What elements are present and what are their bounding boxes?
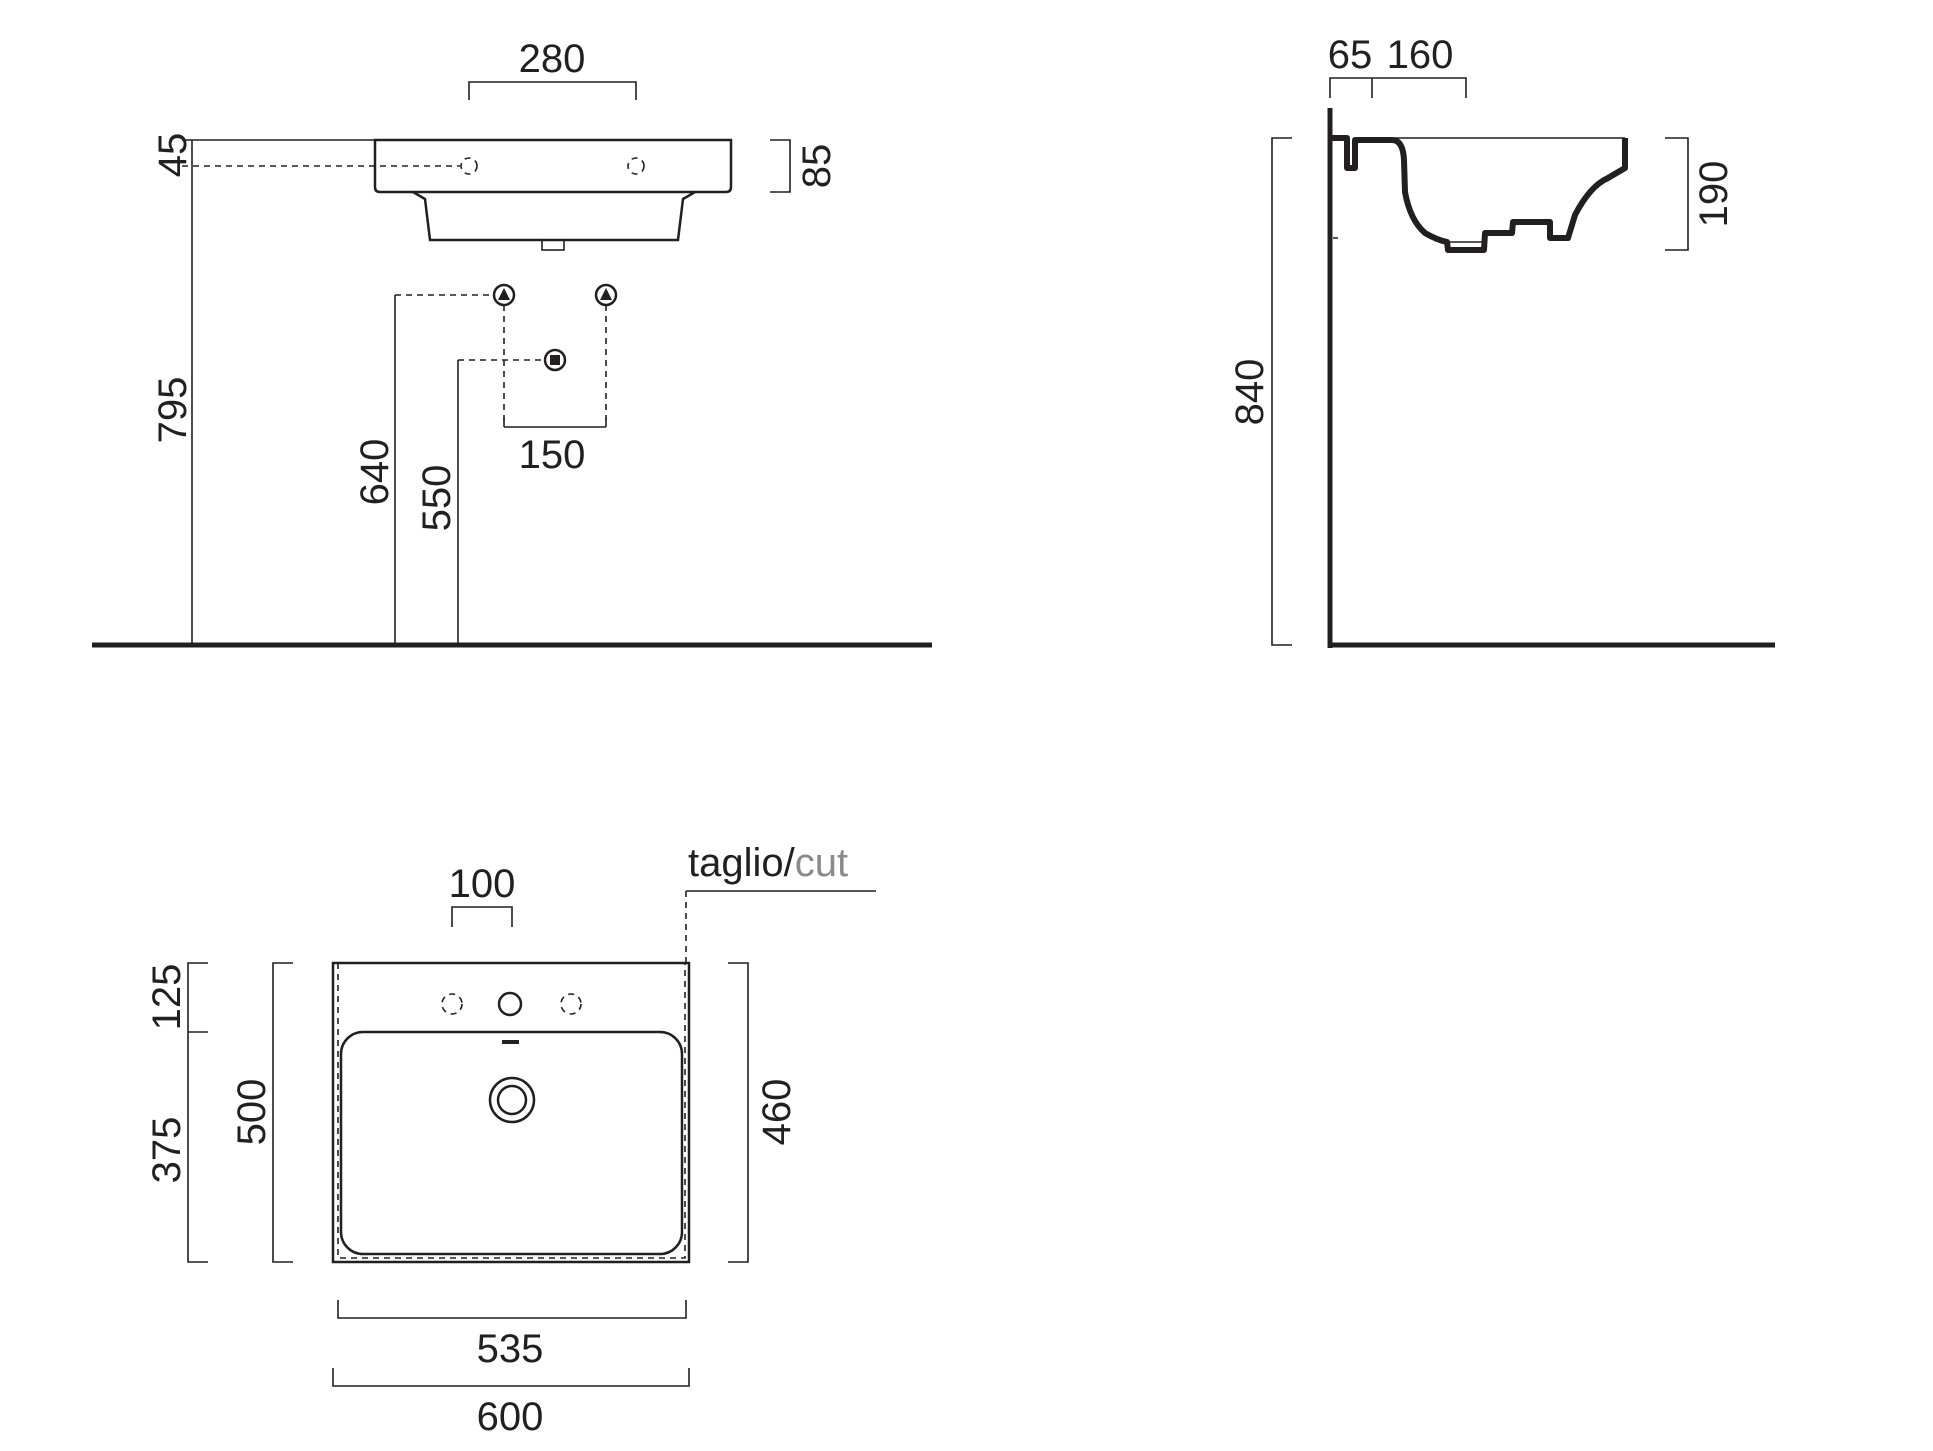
cut-label-it: taglio/ [688, 841, 796, 885]
front-basin-rim [373, 138, 733, 194]
side-basin-inner [1333, 137, 1625, 243]
dim-535-label: 535 [477, 1327, 544, 1371]
dim-85-line [770, 139, 791, 193]
dim-65-label: 65 [1328, 33, 1373, 77]
cut-label-en: cut [795, 841, 848, 885]
plan-drain-inner [496, 1084, 528, 1116]
plan-cut-outline [337, 963, 686, 1259]
dim-535-line [337, 1300, 687, 1319]
side-view: 65 160 190 840 [1228, 33, 1775, 648]
dim-160-label: 160 [1387, 33, 1454, 77]
dim-125-label: 125 [145, 964, 189, 1031]
dim-280-label: 280 [519, 37, 586, 81]
front-faucet-hole-right [627, 157, 645, 175]
dim-640-label: 640 [353, 439, 397, 506]
plan-view: taglio/cut 100 125 375 500 460 535 600 [145, 841, 876, 1439]
dim-190-label: 190 [1692, 161, 1736, 228]
side-basin-section [1332, 135, 1628, 253]
front-view: 280 45 795 85 640 550 [92, 37, 932, 648]
dim-100-line [451, 906, 513, 927]
dim-460-label: 460 [755, 1079, 799, 1146]
plan-bowl-outline [339, 1030, 684, 1256]
dim-500-line [272, 962, 293, 1263]
front-basin-bowl [412, 190, 696, 242]
dim-100-label: 100 [449, 862, 516, 906]
supply-symbol-right [594, 283, 618, 307]
dim-85-label: 85 [795, 144, 839, 189]
dim-840-line [1271, 137, 1292, 646]
dim-600-label: 600 [477, 1395, 544, 1439]
dim-460-line [728, 962, 749, 1263]
dim-45-label: 45 [151, 133, 195, 178]
dim-65-160-line [1329, 77, 1467, 98]
dim-375-label: 375 [145, 1117, 189, 1184]
dim-280-line [468, 81, 637, 100]
supply-symbol-left [492, 283, 516, 307]
dim-150-label: 150 [519, 433, 586, 477]
front-waste-outlet [541, 239, 565, 251]
waste-symbol [543, 348, 567, 372]
plan-faucet-hole-right [560, 993, 582, 1015]
front-faucet-hole-left [460, 157, 478, 175]
dim-190-line [1665, 137, 1689, 251]
dim-795-label: 795 [151, 377, 195, 444]
dim-840-label: 840 [1228, 359, 1272, 426]
cut-label: taglio/cut [688, 841, 848, 885]
dim-600-line [332, 1368, 690, 1387]
plan-faucet-hole-left [441, 993, 463, 1015]
dim-125-375-line [187, 962, 208, 1263]
plan-faucet-hole-center [497, 991, 523, 1017]
plan-outer-outline [331, 961, 691, 1264]
dim-500-label: 500 [230, 1079, 274, 1146]
dim-550-label: 550 [415, 465, 459, 532]
plan-drain-outer [488, 1076, 536, 1124]
